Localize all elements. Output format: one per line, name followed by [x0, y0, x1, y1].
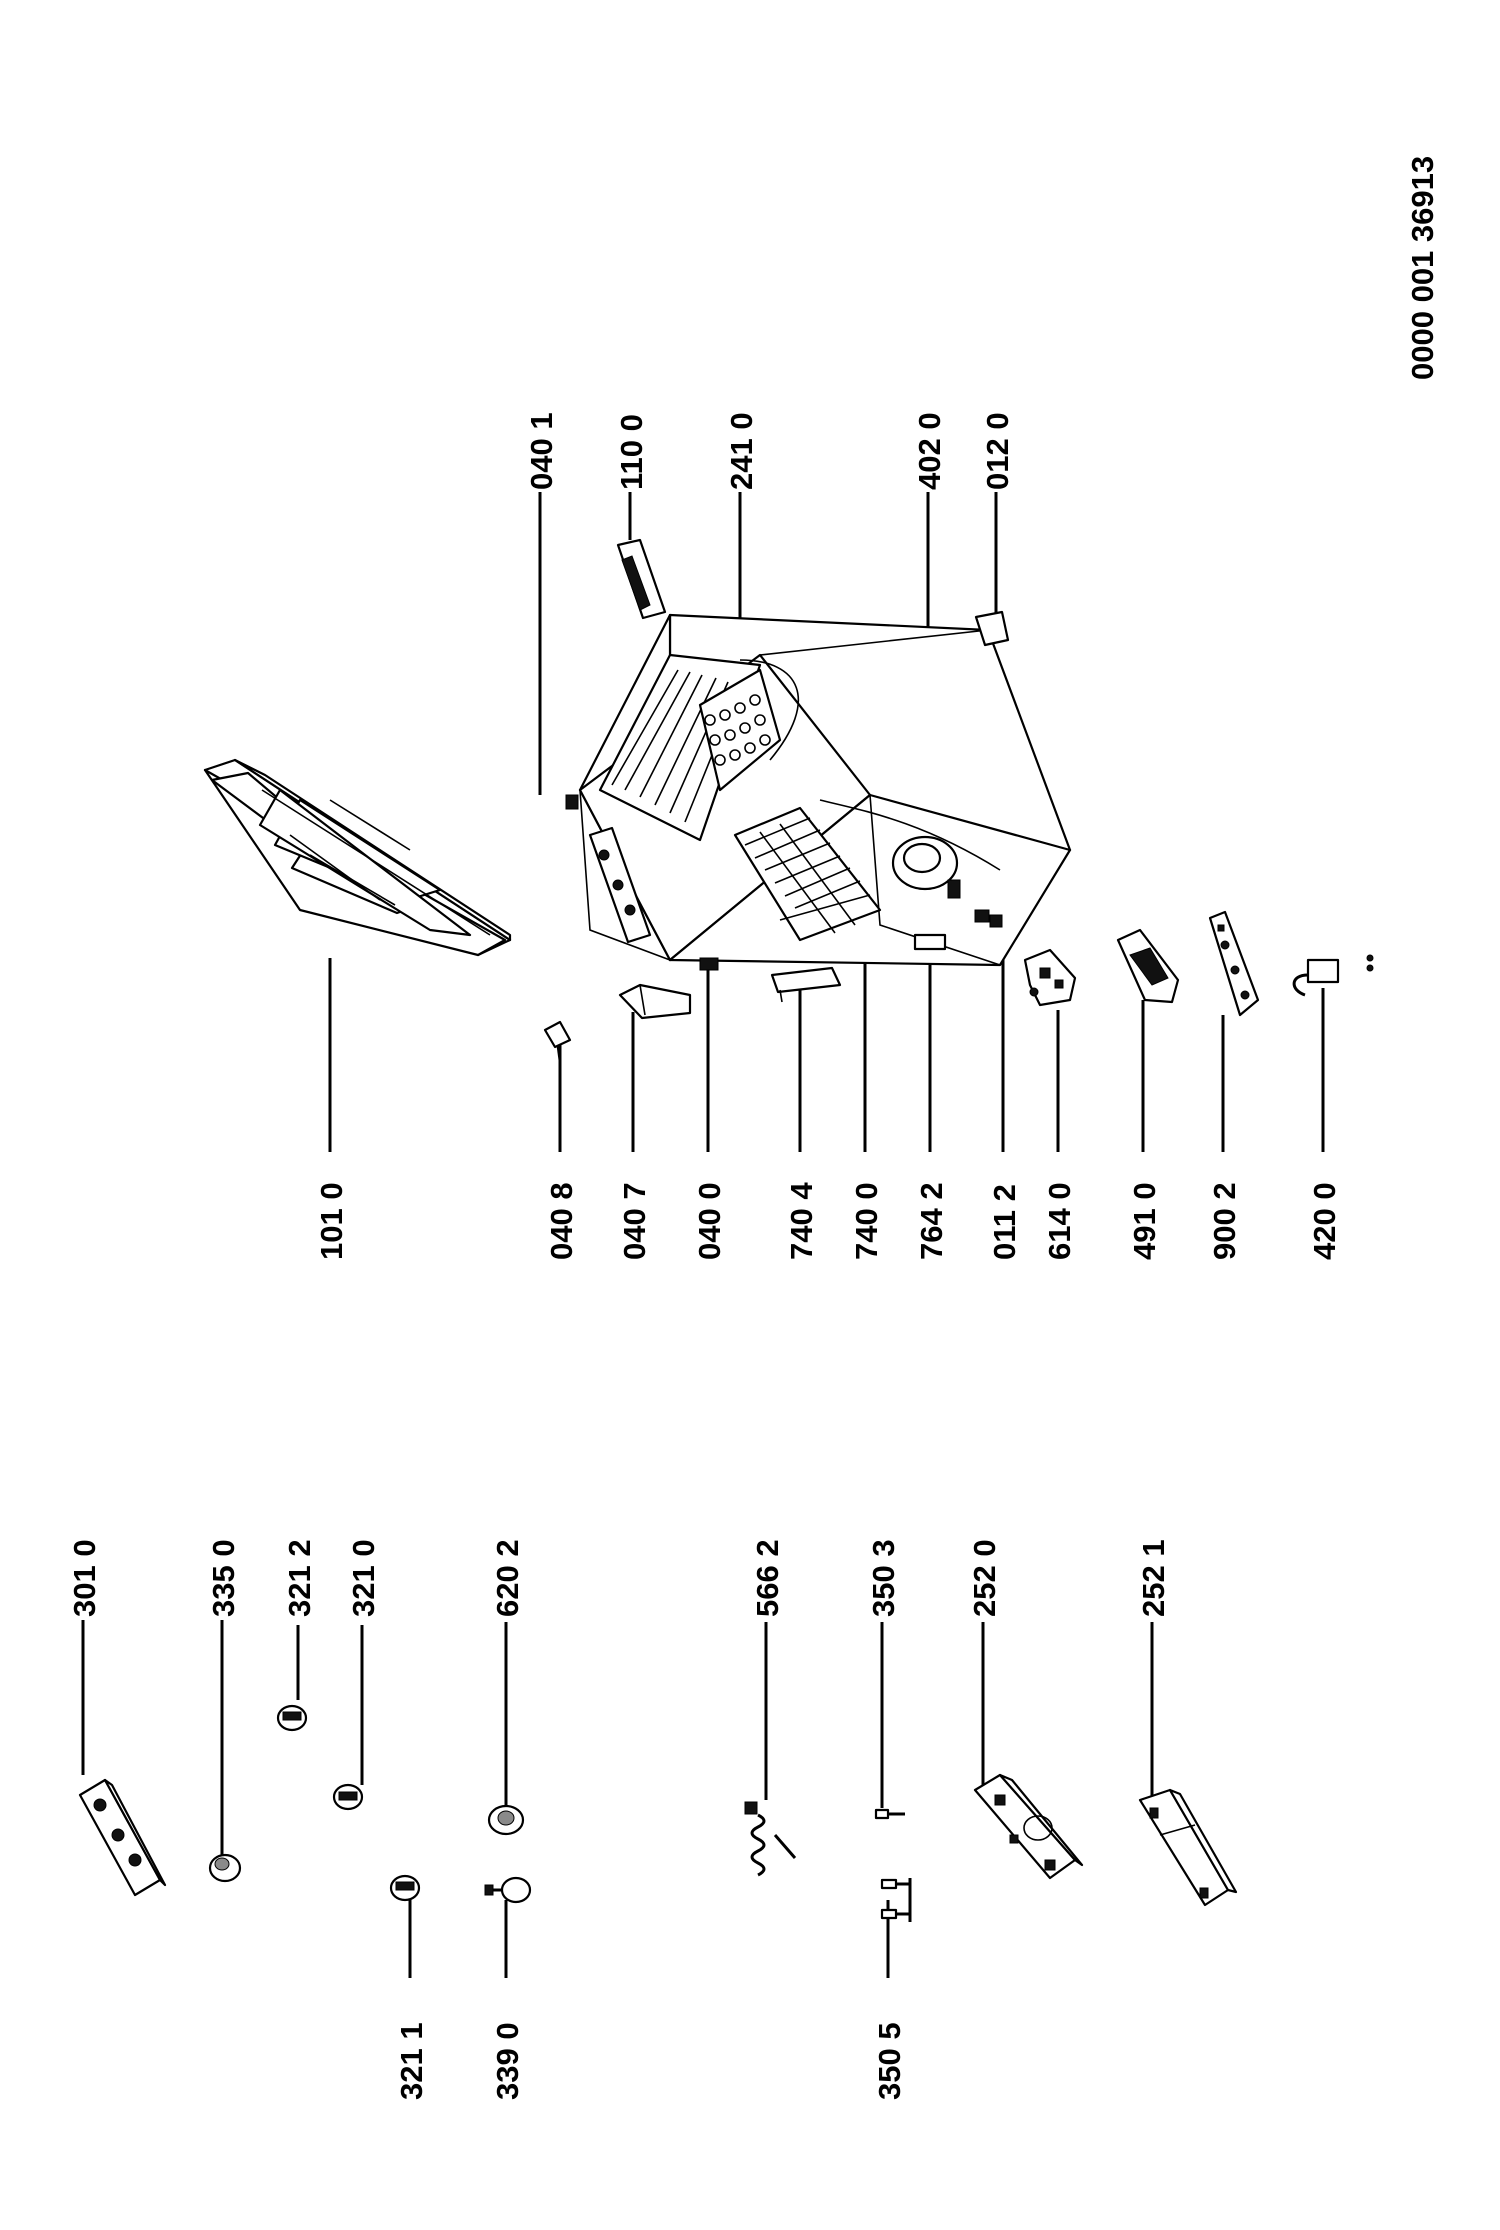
- part-label-110-0: 110 0: [614, 414, 649, 490]
- part-label-040-8: 040 8: [544, 1182, 579, 1260]
- part-label-614-0: 614 0: [1042, 1182, 1077, 1260]
- part-strip: [770, 966, 842, 1003]
- part-label-740-0: 740 0: [849, 1182, 884, 1260]
- part-label-335-0: 335 0: [206, 1539, 241, 1617]
- part-label-321-2: 321 2: [282, 1539, 317, 1617]
- part-thermostat: [487, 1804, 525, 1836]
- part-label-764-2: 764 2: [914, 1182, 949, 1260]
- part-label-339-0: 339 0: [490, 2022, 525, 2100]
- part-label-011-2: 011 2: [987, 1184, 1022, 1260]
- part-cabinet: [578, 613, 1072, 967]
- document-code-label: 0000 001 36913: [1405, 156, 1440, 380]
- part-label-101-0: 101 0: [314, 1182, 349, 1260]
- part-label-566-2: 566 2: [750, 1539, 785, 1617]
- part-hinge-cover: [618, 983, 692, 1020]
- part-label-350-3: 350 3: [866, 1539, 901, 1617]
- part-lamp-housing: [973, 1773, 1084, 1880]
- part-knob: [208, 1853, 242, 1883]
- part-hinge-top: [565, 794, 579, 810]
- part-lamp-cover: [1138, 1788, 1238, 1907]
- part-switch: [484, 1876, 532, 1904]
- part-spring-heater: [744, 1801, 797, 1877]
- part-circuit-board: [1208, 910, 1260, 1017]
- part-label-321-0: 321 0: [346, 1539, 381, 1617]
- part-label-491-0: 491 0: [1127, 1182, 1162, 1260]
- part-label-252-1: 252 1: [1136, 1539, 1171, 1617]
- part-label-620-2: 620 2: [490, 1539, 525, 1617]
- part-label-321-1: 321 1: [394, 2022, 429, 2100]
- part-label-012-0: 012 0: [980, 412, 1015, 490]
- part-drain-plug: [913, 933, 947, 951]
- leader-lines: [81, 492, 1325, 1978]
- part-lamp-321-1: [389, 1874, 421, 1902]
- part-foot-clip: [989, 914, 1003, 928]
- part-label-252-0: 252 0: [967, 1539, 1002, 1617]
- part-label-420-0: 420 0: [1307, 1182, 1342, 1260]
- part-labels: 101 0 040 8 040 7 040 0 740 4 740 0 764 …: [67, 412, 1342, 2100]
- part-label-402-0: 402 0: [912, 412, 947, 490]
- part-capacitor: [1292, 954, 1374, 997]
- part-basket: [598, 653, 782, 842]
- part-label-040-1: 040 1: [524, 412, 559, 490]
- part-housing: [1116, 928, 1180, 1004]
- part-cylinder-350-3: [874, 1808, 905, 1820]
- part-lamp-321-0: [332, 1783, 364, 1811]
- evaporator-grid: [744, 817, 871, 934]
- part-control-panel-on-cabinet: [588, 826, 652, 944]
- part-label-241-0: 241 0: [724, 412, 759, 490]
- part-control-panel: [78, 1778, 167, 1897]
- part-lamp-321-2: [276, 1704, 308, 1732]
- part-cylinders-350-5: [880, 1878, 912, 1922]
- part-label-040-0: 040 0: [692, 1182, 727, 1260]
- part-lid: [203, 758, 512, 957]
- part-label-301-0: 301 0: [67, 1539, 102, 1617]
- part-label-740-4: 740 4: [784, 1182, 819, 1260]
- part-foot: [974, 610, 1010, 647]
- part-label-040-7: 040 7: [617, 1182, 652, 1260]
- part-label-350-5: 350 5: [872, 2022, 907, 2100]
- part-handle: [616, 538, 667, 620]
- part-label-900-2: 900 2: [1207, 1182, 1242, 1260]
- part-relay: [1023, 948, 1077, 1007]
- part-hinge-bracket: [699, 957, 719, 971]
- part-hinge-pin: [543, 1020, 572, 1061]
- part-compressor: [891, 835, 990, 923]
